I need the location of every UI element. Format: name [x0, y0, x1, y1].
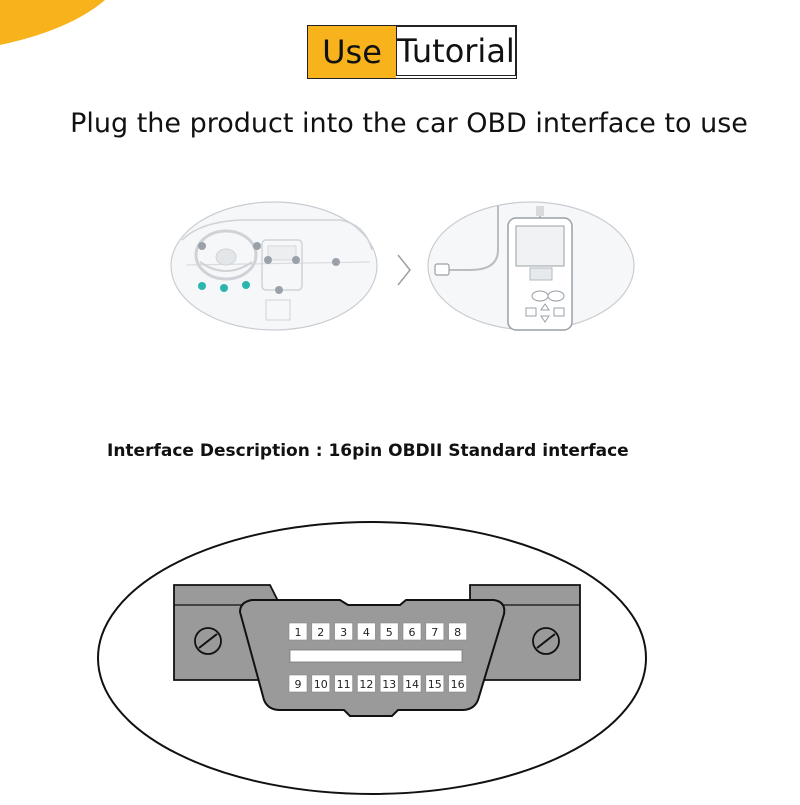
pin-label: 15: [428, 678, 442, 691]
pin-box: [288, 622, 308, 641]
pin-box: [357, 674, 376, 693]
bottom-pin-row: 9 10 11 12 13 14 15 16: [288, 674, 467, 693]
pin-box: [425, 674, 445, 693]
pin-box: [402, 674, 422, 693]
pin-box: [425, 622, 445, 641]
pin-label: 11: [337, 678, 351, 691]
pin-label: 10: [314, 678, 328, 691]
pin-box: [402, 622, 422, 641]
screw-icon: [194, 627, 222, 655]
headline: Plug the product into the car OBD interf…: [70, 108, 748, 139]
dashboard-illustration: [170, 201, 378, 331]
pin-label: 16: [451, 678, 465, 691]
pin-box: [357, 622, 376, 641]
pin-label: 14: [405, 678, 419, 691]
pin-label: 4: [363, 626, 370, 639]
title-tutorial: Tutorial: [396, 26, 516, 76]
pin-label: 5: [386, 626, 393, 639]
pin-box: [334, 674, 353, 693]
pin-label: 9: [295, 678, 302, 691]
interface-description: Interface Description : 16pin OBDII Stan…: [107, 441, 629, 461]
pin-label: 13: [382, 678, 396, 691]
pin-label: 8: [454, 626, 461, 639]
title-box: Use Tutorial: [307, 25, 517, 79]
corner-swoosh: [0, 0, 105, 45]
title-use: Use: [308, 26, 396, 78]
pin-label: 12: [359, 678, 373, 691]
pin-box: [448, 674, 467, 693]
chevron-right-icon: [397, 254, 411, 286]
screw-icon: [532, 627, 560, 655]
pin-label: 7: [431, 626, 438, 639]
scanner-illustration: [427, 201, 635, 331]
usb-cable-icon: [448, 206, 499, 271]
pin-label: 6: [409, 626, 416, 639]
pin-box: [311, 674, 331, 693]
pin-label: 1: [295, 626, 302, 639]
plug-in-illustration: [170, 201, 635, 331]
top-pin-row: 1 2 3 4 5 6 7 8: [288, 622, 467, 641]
pin-box: [311, 622, 331, 641]
pin-label: 3: [340, 626, 347, 639]
pin-box: [379, 674, 399, 693]
pin-box: [288, 674, 308, 693]
pin-label: 2: [317, 626, 324, 639]
pin-box: [379, 622, 399, 641]
pin-box: [448, 622, 467, 641]
pin-box: [334, 622, 353, 641]
